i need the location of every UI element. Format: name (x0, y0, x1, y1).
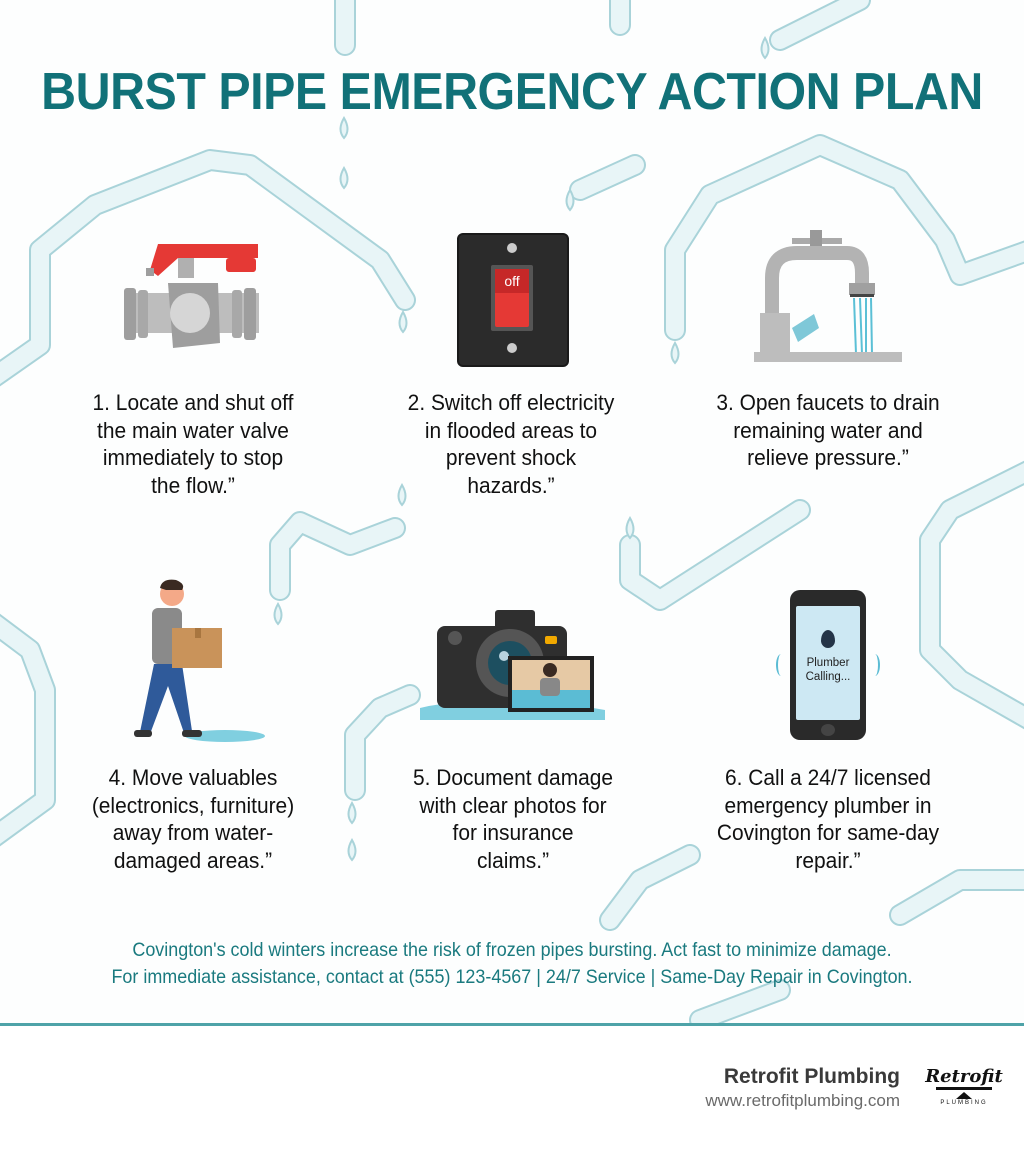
notice-text: Covington's cold winters increase the ri… (41, 937, 983, 991)
company-website-link[interactable]: www.retrofitplumbing.com (705, 1091, 900, 1110)
step-1: 1. Locate and shut off the main water va… (53, 389, 333, 499)
logo-wordmark: Retrofit (925, 1066, 1003, 1087)
step-1-line: 1. Locate and shut off (92, 390, 294, 415)
step-1-line: the flow.” (151, 472, 235, 498)
step-4-line: (electronics, furniture) (91, 792, 295, 818)
step-2-line: hazards.” (467, 472, 555, 498)
mountain-icon (956, 1092, 972, 1099)
camera-photo-icon (420, 610, 605, 720)
switch-off-label: off (495, 269, 529, 293)
step-1-line: the main water valve (97, 417, 289, 443)
step-3-line: remaining water and (733, 417, 923, 443)
step-6-line: Covington for same-day (716, 820, 940, 845)
step-5-line: with clear photos for (419, 792, 607, 818)
vibration-right-icon (870, 654, 880, 676)
logo-subtext: PLUMBING (940, 1100, 988, 1106)
step-4-line: 4. Move valuables (108, 765, 278, 790)
step-2: 2. Switch off electricity in flooded are… (371, 389, 651, 499)
step-3-line: relieve pressure.” (747, 445, 909, 470)
notice-line-1: Covington's cold winters increase the ri… (132, 939, 892, 961)
page-title: BURST PIPE EMERGENCY ACTION PLAN (41, 63, 983, 121)
step-5-line: claims.” (476, 847, 550, 873)
water-drop-icon (821, 630, 835, 648)
footer-divider (0, 1023, 1024, 1026)
step-3: 3. Open faucets to drain remaining water… (688, 389, 968, 472)
person-carrying-box-icon (134, 579, 265, 742)
step-5: 5. Document damage with clear photos for… (373, 764, 653, 874)
faucet-icon (754, 230, 902, 362)
step-6-line: emergency plumber in (724, 792, 932, 818)
vibration-left-icon (776, 654, 786, 676)
notice-line-2: For immediate assistance, contact at (55… (111, 966, 913, 988)
step-3-line: 3. Open faucets to drain (716, 390, 940, 415)
step-2-line: prevent shock (445, 445, 577, 470)
light-switch-off-icon: off (457, 233, 569, 367)
company-name: Retrofit Plumbing (723, 1065, 900, 1088)
step-4-line: away from water- (112, 820, 274, 845)
step-4-line: damaged areas.” (113, 847, 273, 873)
step-2-line: 2. Switch off electricity (407, 390, 615, 415)
step-6: 6. Call a 24/7 licensed emergency plumbe… (688, 764, 968, 874)
phone-screen-line-1: Plumber (806, 657, 850, 669)
phone-calling-icon: Plumber Calling... (790, 590, 866, 740)
water-valve-icon (124, 244, 259, 348)
step-5-line: for insurance (452, 820, 574, 845)
step-5-line: 5. Document damage (412, 765, 614, 790)
footer (0, 1026, 1024, 1154)
step-1-line: immediately to stop (102, 445, 284, 470)
step-6-line: 6. Call a 24/7 licensed (725, 765, 931, 790)
phone-screen-line-2: Calling... (805, 671, 851, 683)
retrofit-logo: Retrofit PLUMBING (924, 1066, 1004, 1114)
step-4: 4. Move valuables (electronics, furnitur… (53, 764, 333, 874)
step-2-line: in flooded areas to (424, 417, 598, 443)
step-6-line: repair.” (795, 847, 861, 873)
